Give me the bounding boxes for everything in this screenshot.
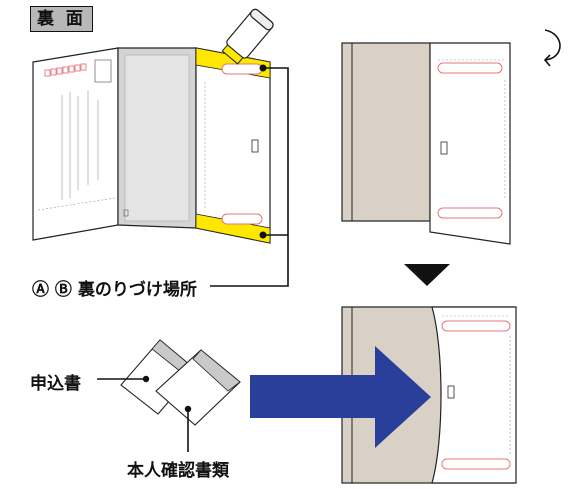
id-document-sheet	[155, 349, 241, 426]
address-lines	[37, 90, 116, 211]
open-envelope	[32, 8, 274, 244]
glue-location-label: Ⓐ Ⓑ 裏のりづけ場所	[32, 280, 197, 300]
stamp-box	[94, 59, 112, 83]
folded-back-panel	[341, 42, 431, 222]
insert-front-flap	[431, 306, 517, 484]
documents-group	[97, 339, 241, 452]
folded-front-flap	[429, 42, 511, 245]
id-documents-label: 本人確認書類	[127, 461, 229, 481]
postal-code-boxes	[44, 63, 87, 77]
curved-arrow-icon	[544, 29, 561, 61]
glue-stick-icon	[221, 8, 274, 65]
insert-envelope	[250, 306, 517, 484]
glue-callout-leader	[210, 67, 289, 287]
down-triangle-icon	[404, 264, 450, 286]
folded-envelope	[341, 29, 561, 245]
right-arrow-icon	[250, 346, 431, 448]
application-form-label: 申込書	[30, 374, 81, 394]
back-side-badge: 裏 面	[30, 6, 93, 32]
